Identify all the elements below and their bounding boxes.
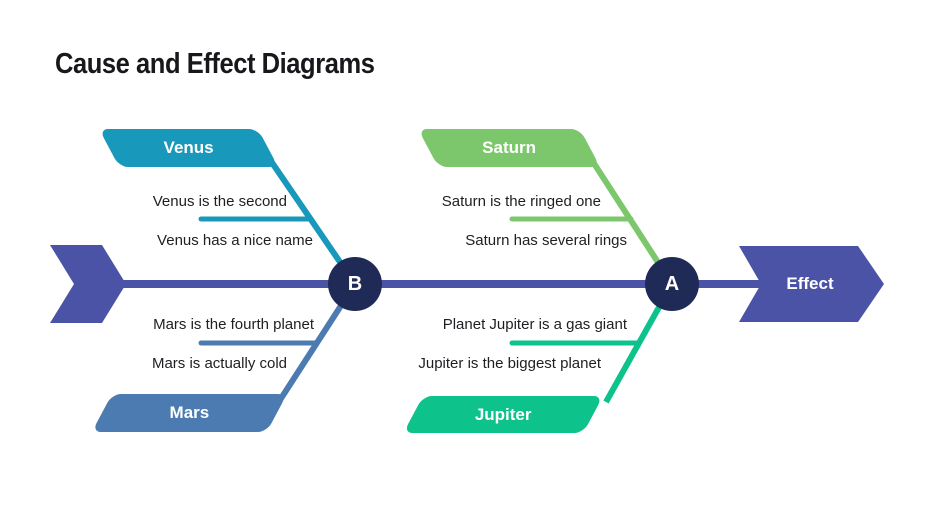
banner-jupiter-label: Jupiter [474, 404, 532, 424]
banner-saturn: Saturn [418, 129, 601, 167]
banner-mars: Mars [91, 394, 287, 432]
mars-cause-1: Mars is the fourth planet [153, 316, 314, 333]
tail-chevron-arrow [50, 245, 126, 323]
node-b-label: B [347, 272, 363, 295]
banner-venus-label: Venus [163, 138, 214, 157]
jupiter-cause-2: Jupiter is the biggest planet [418, 355, 601, 372]
venus-cause-2: Venus has a nice name [157, 232, 313, 249]
banner-mars-label: Mars [169, 403, 210, 422]
venus-branch-line [259, 146, 358, 286]
effect-label: Effect [786, 274, 834, 293]
node-b-circle [328, 257, 382, 311]
effect-arrow [739, 246, 884, 322]
jupiter-cause-1: Planet Jupiter is a gas giant [442, 316, 627, 333]
banner-saturn-label: Saturn [482, 138, 537, 157]
mars-cause-2: Mars is actually cold [151, 355, 287, 372]
banner-jupiter: Jupiter [403, 396, 603, 433]
node-a-label: A [664, 272, 680, 295]
node-a-circle [645, 257, 699, 311]
page-title: Cause and Effect Diagrams [55, 48, 375, 80]
venus-cause-1: Venus is the second [152, 193, 287, 210]
saturn-cause-2: Saturn has several rings [465, 232, 627, 249]
saturn-cause-1: Saturn is the ringed one [441, 193, 601, 210]
banner-venus: Venus [99, 129, 279, 167]
